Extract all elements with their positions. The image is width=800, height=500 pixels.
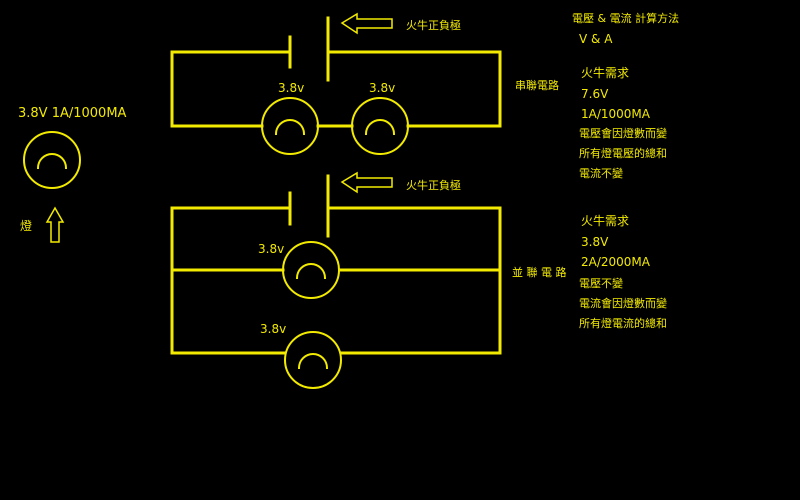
battery-icon	[288, 174, 330, 238]
lamp-icon	[23, 131, 81, 189]
series-circuit-name: 串聯電路	[515, 79, 559, 92]
series-note: 1A/1000MA	[581, 107, 650, 121]
parallel-note: 2A/2000MA	[581, 255, 650, 269]
parallel-note: 電壓不變	[579, 277, 623, 290]
series-note: 電流不變	[579, 167, 623, 180]
lamp-rating: 3.8V 1A/1000MA	[18, 106, 127, 121]
lamp-icon	[282, 241, 340, 299]
arrow-left-icon	[340, 171, 393, 194]
series-note: 火牛需求	[581, 66, 630, 80]
notes-title: 電壓 & 電流 計算方法	[572, 12, 680, 25]
notes-units: V & A	[579, 32, 613, 46]
lamp-icon	[284, 331, 342, 389]
parallel-circuit-name: 並 聯 電 路	[512, 266, 567, 279]
lamp-icon	[261, 97, 319, 155]
battery-icon	[288, 16, 330, 82]
lamp-icon	[351, 97, 409, 155]
series-note: 所有燈電壓的總和	[579, 147, 667, 160]
series-lamp1-voltage: 3.8v	[278, 81, 305, 95]
parallel-note: 電流會因燈數而變	[579, 297, 667, 310]
series-circuit-wires	[170, 50, 502, 128]
parallel-battery-label: 火牛正負極	[406, 179, 461, 192]
parallel-circuit-wires	[170, 206, 502, 355]
arrow-up-icon	[45, 206, 65, 243]
parallel-note: 火牛需求	[581, 214, 630, 228]
series-note: 7.6V	[581, 87, 609, 101]
arrow-left-icon	[340, 12, 393, 35]
series-battery-label: 火牛正負極	[406, 19, 461, 32]
series-lamp2-voltage: 3.8v	[369, 81, 396, 95]
parallel-lamp1-voltage: 3.8v	[258, 242, 285, 256]
parallel-lamp2-voltage: 3.8v	[260, 322, 287, 336]
lamp-label: 燈	[20, 219, 33, 233]
parallel-note: 3.8V	[581, 235, 609, 249]
parallel-note: 所有燈電流的總和	[579, 317, 667, 330]
series-note: 電壓會因燈數而變	[579, 127, 667, 140]
